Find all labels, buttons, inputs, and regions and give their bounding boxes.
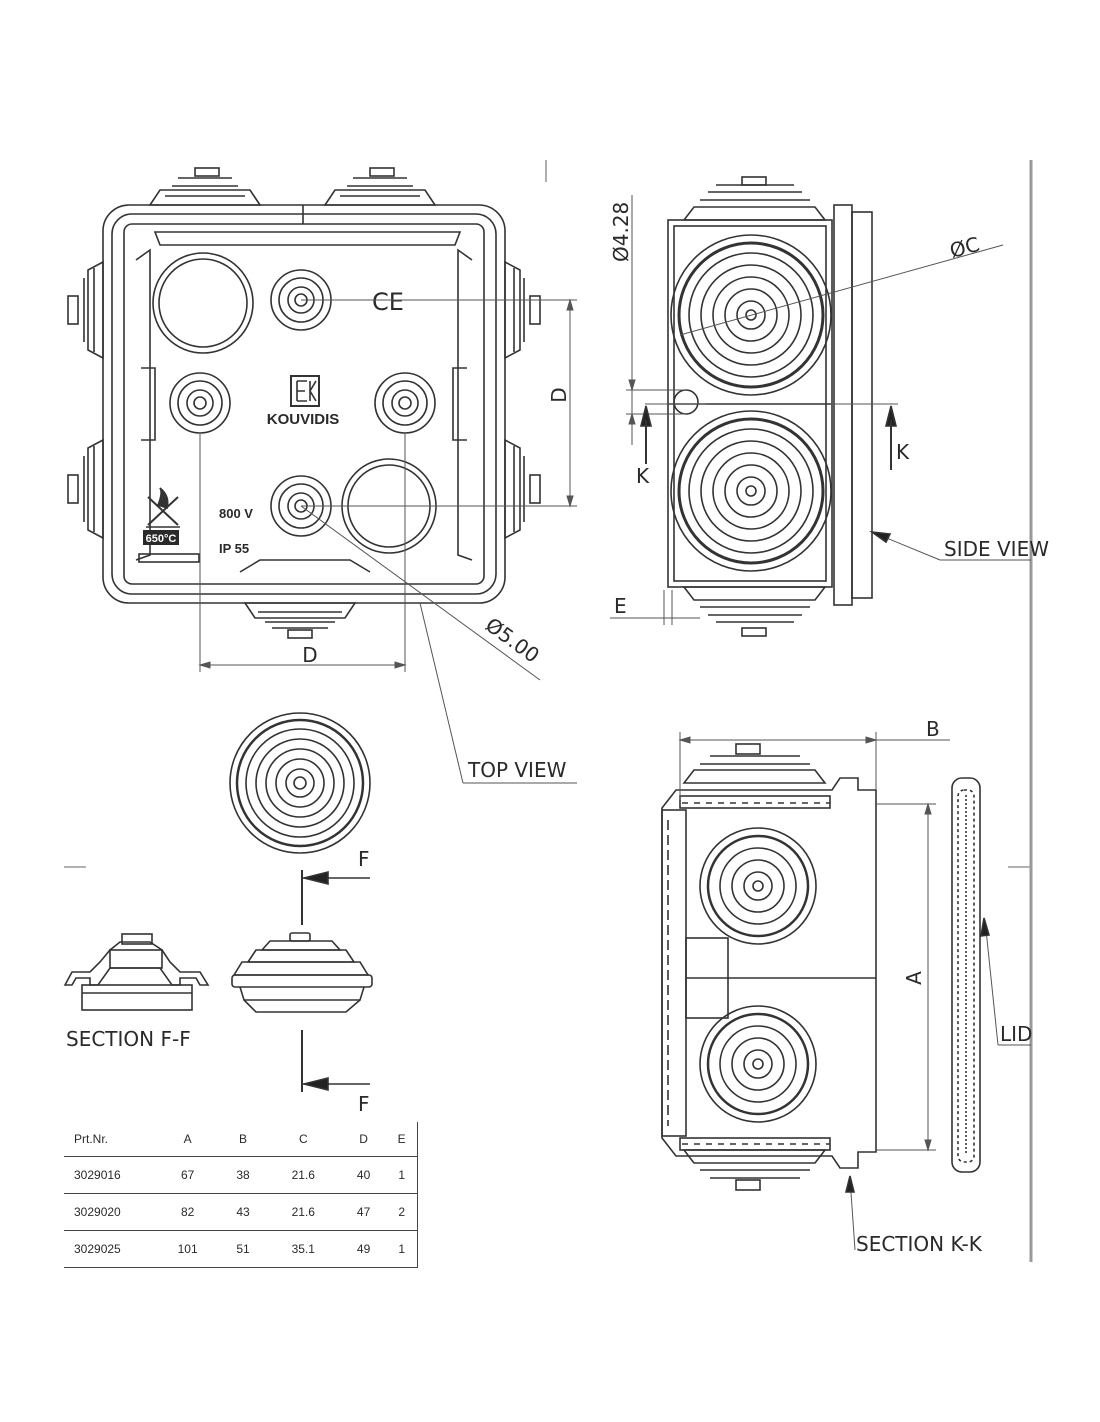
knockout-small-left xyxy=(169,372,231,434)
cell-b: 38 xyxy=(220,1156,266,1194)
f-label-top: F xyxy=(358,847,370,871)
ip-rating-label: IP 55 xyxy=(219,541,249,556)
gland-left-upper xyxy=(67,260,104,360)
temperature-label: 650°C xyxy=(146,533,177,545)
box-outline xyxy=(102,204,506,604)
voltage-label: 800 V xyxy=(219,506,253,521)
gland-top-left xyxy=(148,167,262,206)
gland-right-upper xyxy=(504,260,541,360)
kk-knockout-bottom xyxy=(699,1005,817,1123)
cell-e: 2 xyxy=(386,1193,419,1231)
cell-part-number: 3029025 xyxy=(64,1230,155,1268)
section-ff: SECTION F-F xyxy=(63,933,210,1051)
screw-hole xyxy=(673,389,699,415)
cell-d: 40 xyxy=(340,1156,387,1194)
kk-body xyxy=(661,777,877,1169)
kk-knockout-top xyxy=(699,827,817,945)
dim-e: E xyxy=(614,594,627,618)
top-view: KOUVIDIS CE 800 V IP 55 650°C xyxy=(67,167,577,784)
table-row: 3029025 101 51 35.1 49 1 xyxy=(64,1230,419,1268)
cell-c: 21.6 xyxy=(265,1156,341,1194)
gland-detail: F F xyxy=(229,712,373,1116)
top-view-label: TOP VIEW xyxy=(467,758,567,782)
flame-symbol-icon xyxy=(146,487,180,528)
cell-part-number: 3029016 xyxy=(64,1156,155,1194)
knockout-large-top xyxy=(152,252,254,354)
dimensions-table: Prt.Nr. A B C D E 3029016 67 38 21.6 40 … xyxy=(64,1122,419,1268)
section-kk-label: SECTION K-K xyxy=(856,1232,983,1256)
table-row: 3029016 67 38 21.6 40 1 xyxy=(64,1156,419,1194)
cell-d: 47 xyxy=(340,1193,387,1231)
header-part-number: Prt.Nr. xyxy=(64,1122,155,1157)
side-view: Ø4.28 ØC K K E SIDE VIEW xyxy=(609,176,1049,637)
side-knockout-top xyxy=(670,234,832,396)
cell-part-number: 3029020 xyxy=(64,1193,155,1231)
dim-b: B xyxy=(926,717,940,741)
k-label-left: K xyxy=(636,464,650,488)
dim-a: A xyxy=(902,971,926,985)
cell-c: 21.6 xyxy=(265,1193,341,1231)
section-ff-label: SECTION F-F xyxy=(66,1027,191,1051)
dim-dia-428: Ø4.28 xyxy=(609,202,633,262)
lid-part xyxy=(951,777,981,1173)
dim-dia-c: ØC xyxy=(947,232,982,263)
brand-logo-icon xyxy=(290,375,320,407)
brand-label: KOUVIDIS xyxy=(267,411,340,428)
gland-bottom xyxy=(243,602,357,639)
knockout-small-right xyxy=(374,372,436,434)
cell-e: 1 xyxy=(386,1230,419,1268)
header-e: E xyxy=(386,1122,419,1157)
cell-c: 35.1 xyxy=(265,1230,341,1268)
dim-dia-5: Ø5.00 xyxy=(481,613,544,668)
cell-b: 51 xyxy=(220,1230,266,1268)
cell-d: 49 xyxy=(340,1230,387,1268)
header-b: B xyxy=(220,1122,266,1157)
cell-a: 82 xyxy=(155,1193,221,1231)
table-header-row: Prt.Nr. A B C D E xyxy=(64,1122,419,1157)
dim-d-bottom: D xyxy=(302,643,317,667)
header-d: D xyxy=(340,1122,387,1157)
header-a: A xyxy=(155,1122,221,1157)
gland-right-lower xyxy=(504,438,541,540)
k-label-right: K xyxy=(896,440,910,464)
side-view-label: SIDE VIEW xyxy=(944,537,1049,561)
header-c: C xyxy=(265,1122,341,1157)
cell-b: 43 xyxy=(220,1193,266,1231)
f-label-bottom: F xyxy=(358,1092,370,1116)
dim-d-right: D xyxy=(547,387,571,402)
cell-e: 1 xyxy=(386,1156,419,1194)
lid-label: LID xyxy=(1000,1022,1032,1046)
ce-mark: CE xyxy=(372,288,404,316)
cell-a: 101 xyxy=(155,1230,221,1268)
side-knockout-bottom xyxy=(670,410,832,572)
table-row: 3029020 82 43 21.6 47 2 xyxy=(64,1193,419,1231)
temperature-badge xyxy=(143,530,179,545)
gland-top-right xyxy=(323,167,437,206)
gland-left-lower xyxy=(67,438,104,540)
cell-a: 67 xyxy=(155,1156,221,1194)
section-kk: B A LID SECTION K-K xyxy=(661,717,1032,1256)
